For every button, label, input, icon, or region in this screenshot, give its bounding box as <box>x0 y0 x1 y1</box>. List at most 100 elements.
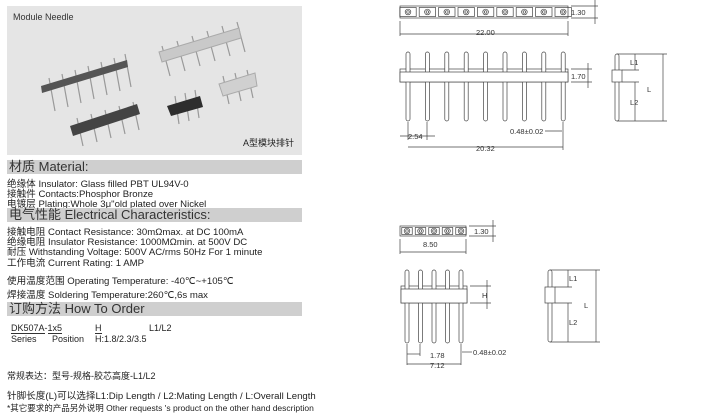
l1-dim: L1 <box>569 274 577 283</box>
pin-hole <box>443 8 450 16</box>
temperature-line: 焊接温度 Soldering Temperature:260℃,6s max <box>7 290 208 301</box>
cell <box>441 227 454 235</box>
material-line: 接触件 Contacts:Phosphor Bronze <box>7 189 154 200</box>
pin-hole <box>417 227 424 235</box>
product-photo: Module Needle A型模块排针 <box>7 6 302 155</box>
pin-hole <box>403 227 411 235</box>
pin-hole-inner <box>483 10 488 14</box>
thickness-dim: 1.30 <box>474 227 489 236</box>
pin <box>458 269 464 344</box>
cell <box>455 227 467 235</box>
pin <box>445 269 450 344</box>
note-line: 常规表达：型号-规格-胶芯高度-L1/L2 <box>7 371 156 381</box>
pin-hole-inner <box>522 10 527 14</box>
pin-hole-inner <box>542 10 546 14</box>
pin <box>522 51 527 122</box>
cell <box>554 7 572 17</box>
pin-diameter-dim: 0.48±0.02 <box>510 127 543 136</box>
height-dim: H <box>482 291 487 300</box>
pin-hole-inner <box>418 229 423 233</box>
pin-hole <box>540 8 547 16</box>
cell <box>457 7 475 17</box>
pin-hole <box>521 8 528 16</box>
cell <box>515 7 533 17</box>
pin-hole <box>444 227 451 235</box>
pin-hole <box>482 8 489 16</box>
photo-title: Module Needle <box>13 12 74 22</box>
l2-dim: L2 <box>630 98 638 107</box>
l-dim: L <box>584 301 588 310</box>
order-separator: - <box>44 323 48 333</box>
electrical-line: 工作电流 Current Rating: 1 AMP <box>7 258 145 269</box>
pin-hole-inner <box>561 10 565 14</box>
pin <box>502 51 508 122</box>
profile-body <box>544 286 556 304</box>
material-line: 电镀层 Plating:Whole 3μ"old plated over Nic… <box>7 199 207 210</box>
width-dim: 22.00 <box>476 28 495 37</box>
temperature-line: 使用温度范围 Operating Temperature: -40℃~+105℃ <box>7 276 234 287</box>
l-dim: L <box>647 85 651 94</box>
pin-hole <box>424 8 431 16</box>
pitch-dim: 1.78 <box>430 351 445 360</box>
width-dim: 8.50 <box>423 240 438 249</box>
cell <box>428 227 440 235</box>
pin-hole <box>501 8 509 16</box>
pin <box>541 51 547 122</box>
pin-hole-inner <box>445 10 449 14</box>
order-h: H <box>95 323 102 334</box>
cell <box>496 7 514 17</box>
pin-hole-inner <box>406 10 410 14</box>
pin <box>560 51 566 122</box>
pin-hole-inner <box>432 229 436 233</box>
l2-dim: L2 <box>569 318 577 327</box>
photo-caption: A型模块排针 <box>242 138 294 148</box>
pin-hole-inner <box>405 229 409 233</box>
note-line: 针脚长度(L)可以选择L1:Dip Length / L2:Mating Len… <box>7 391 316 402</box>
cell <box>401 227 413 235</box>
span-dim: 20.32 <box>476 144 495 153</box>
pin <box>444 51 450 122</box>
pin-hole <box>404 8 412 16</box>
pin-hole <box>463 8 470 16</box>
height-dim: 1.70 <box>571 72 586 81</box>
side-view-body-front <box>400 288 468 304</box>
thickness-dim: 1.30 <box>571 8 586 17</box>
pin <box>431 269 437 344</box>
profile-body <box>611 69 623 83</box>
material-line: 绝缘体 Insulator: Glass filled PBT UL94V-0 <box>7 179 189 190</box>
span-dim: 7.12 <box>430 361 445 370</box>
cell <box>438 7 456 17</box>
electrical-line: 接触电阻 Contact Resistance: 30mΩmax. at DC … <box>7 227 244 238</box>
electrical-line: 绝缘电阻 Insulator Resistance: 1000MΩmin. at… <box>7 237 248 248</box>
l1-dim: L1 <box>630 58 638 67</box>
material-heading: 材质 Material: <box>7 160 302 174</box>
cell <box>399 7 417 17</box>
cell <box>477 7 495 17</box>
pin-hole-inner <box>503 10 507 14</box>
pin-hole <box>457 227 465 235</box>
pin <box>404 269 410 344</box>
profile-pin <box>547 269 553 343</box>
order-position-label: Position <box>52 334 85 344</box>
order-l: L1/L2 <box>149 323 172 333</box>
pin <box>425 51 430 122</box>
pin-hole <box>430 227 438 235</box>
order-h-label: H:1.8/2.3/3.5 <box>95 334 147 344</box>
side-view-body-front <box>399 71 569 83</box>
pin-diameter-dim: 0.48±0.02 <box>473 348 506 357</box>
pitch-dim: 2.54 <box>408 132 423 141</box>
pin <box>483 51 488 122</box>
pin-hole-inner <box>445 229 450 233</box>
module-needle-image <box>41 21 258 147</box>
pin-hole-inner <box>425 10 430 14</box>
profile-pin <box>614 53 620 122</box>
cell <box>414 227 427 235</box>
electrical-line: 耐压 Withstanding Voltage: 500V AC/rms 50H… <box>7 247 263 258</box>
pin <box>463 51 469 122</box>
pin <box>405 51 411 122</box>
pin <box>418 269 423 344</box>
order-position: 1x5 <box>47 323 63 334</box>
note-line: *其它要求的产品另外说明 Other requests 's product o… <box>7 403 314 413</box>
pin-hole <box>560 8 567 16</box>
